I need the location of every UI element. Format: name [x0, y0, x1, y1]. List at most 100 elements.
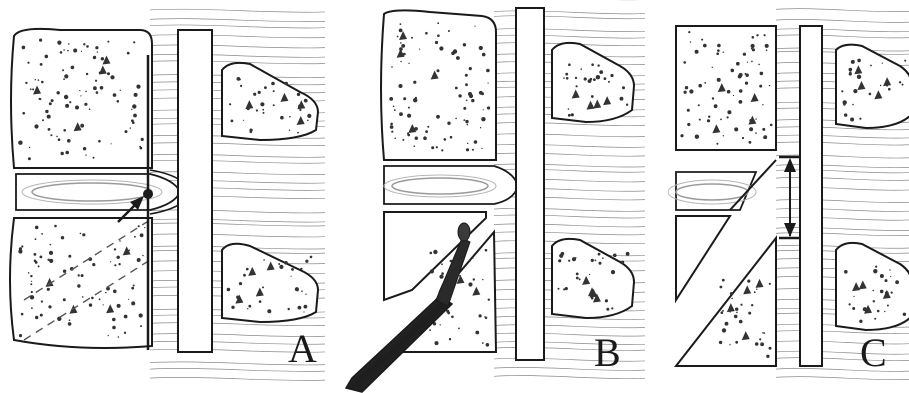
bone-stipple-dot — [481, 117, 485, 121]
ligament-fiber — [776, 368, 909, 371]
bone-stipple-dot — [469, 67, 472, 70]
bone-stipple-dot — [231, 120, 234, 123]
bone-stipple-dot — [579, 278, 581, 280]
bone-stipple-dot — [485, 317, 488, 320]
bone-stipple-dot — [566, 77, 569, 80]
bone-stipple-dot — [297, 93, 300, 96]
bone-stipple-dot — [35, 79, 36, 80]
bone-stipple-dot — [394, 109, 396, 111]
bone-stipple-dot — [305, 260, 308, 263]
bone-stipple-dot — [82, 233, 85, 236]
bone-stipple-dot — [69, 319, 71, 321]
bone-stipple-dot — [465, 83, 468, 86]
bone-stipple-dot — [273, 104, 275, 106]
bone-stipple-dot — [299, 109, 301, 111]
bone-stipple-dot — [904, 60, 906, 62]
bone-stipple-dot — [61, 236, 64, 239]
bone-stipple-dot — [271, 82, 275, 86]
bone-stipple-dot — [611, 270, 615, 274]
bone-stipple-dot — [430, 252, 433, 255]
spinal-canal-strip — [178, 30, 212, 352]
bone-stipple-dot — [844, 113, 847, 116]
bone-stipple-dot — [690, 41, 691, 42]
bone-stipple-dot — [50, 134, 52, 136]
bone-stipple-dot — [117, 100, 120, 103]
ligament-fiber — [776, 377, 909, 380]
bone-stipple-dot — [39, 98, 41, 100]
bone-stipple-dot — [880, 274, 884, 278]
bone-stipple-dot — [117, 304, 121, 308]
bone-stipple-dot — [764, 34, 766, 36]
bone-stipple-dot — [120, 90, 121, 91]
bone-stipple-dot — [727, 110, 731, 114]
intervertebral-disc — [16, 174, 180, 210]
bone-stipple-dot — [472, 257, 473, 258]
bone-stipple-dot — [734, 315, 738, 319]
ligament-fiber — [776, 341, 909, 344]
bone-stipple-dot — [448, 30, 450, 32]
bone-stipple-dot — [857, 59, 861, 63]
bone-stipple-dot — [284, 82, 288, 86]
bone-stipple-dot — [297, 132, 299, 134]
bone-stipple-dot — [42, 119, 44, 121]
bone-stipple-dot — [63, 49, 65, 51]
bone-stipple-dot — [888, 88, 891, 91]
bone-stipple-dot — [735, 308, 738, 311]
endoscope-tip — [458, 223, 470, 241]
bone-stipple-dot — [439, 46, 443, 50]
bone-stipple-dot — [60, 51, 63, 54]
ligament-fiber — [776, 19, 909, 22]
bone-stipple-dot — [859, 118, 861, 120]
bone-stipple-dot — [720, 119, 722, 121]
ligament-fiber — [150, 210, 325, 213]
bone-stipple-dot — [80, 124, 84, 128]
bone-stipple-dot — [591, 259, 594, 262]
bone-stipple-dot — [141, 138, 144, 141]
bone-stipple-dot — [752, 36, 755, 39]
ligament-fiber — [150, 160, 325, 163]
bone-stipple-dot — [253, 93, 256, 96]
bone-stipple-dot — [565, 287, 568, 290]
bone-stipple-dot — [128, 299, 129, 300]
bone-stipple-dot — [132, 121, 135, 124]
measure-arrow-down — [784, 223, 796, 237]
ligament-fiber — [776, 358, 909, 361]
bone-stipple-dot — [851, 60, 855, 64]
bone-stipple-dot — [91, 297, 94, 300]
bone-stipple-dot — [262, 109, 264, 111]
bone-stipple-dot — [754, 291, 756, 293]
bone-stipple-dot — [621, 261, 624, 264]
bone-stipple-dot — [69, 101, 71, 103]
bone-stipple-dot — [755, 118, 756, 119]
bone-stipple-dot — [895, 280, 899, 284]
bone-stipple-dot — [144, 227, 145, 228]
bone-stipple-dot — [134, 93, 138, 97]
bone-stipple-dot — [419, 49, 420, 50]
bone-stipple-dot — [89, 303, 92, 306]
bone-stipple-dot — [62, 69, 64, 71]
bone-stipple-dot — [243, 274, 246, 277]
bone-stipple-dot — [734, 127, 738, 131]
ligament-fiber — [150, 172, 325, 175]
bone-stipple-dot — [57, 41, 61, 45]
ligament-fiber — [494, 367, 645, 370]
bone-stipple-dot — [873, 269, 877, 273]
bone-stipple-dot — [749, 127, 753, 131]
bone-stipple-dot — [64, 95, 68, 99]
bone-stipple-dot — [874, 318, 876, 320]
bone-stipple-dot — [887, 305, 889, 307]
upper-facet — [552, 43, 634, 122]
bone-stipple-dot — [769, 347, 772, 350]
bone-stipple-dot — [63, 129, 66, 132]
bone-stipple-dot — [231, 306, 234, 309]
bone-stipple-dot — [131, 109, 132, 110]
ligament-fiber — [776, 227, 909, 230]
bone-stipple-dot — [591, 63, 594, 66]
bone-stipple-dot — [451, 316, 454, 319]
bone-stipple-dot — [399, 29, 403, 33]
bone-stipple-dot — [755, 132, 757, 134]
bone-stipple-dot — [576, 85, 578, 87]
bone-stipple-dot — [40, 63, 43, 66]
bone-stipple-dot — [263, 112, 265, 114]
bone-stipple-dot — [124, 332, 126, 334]
